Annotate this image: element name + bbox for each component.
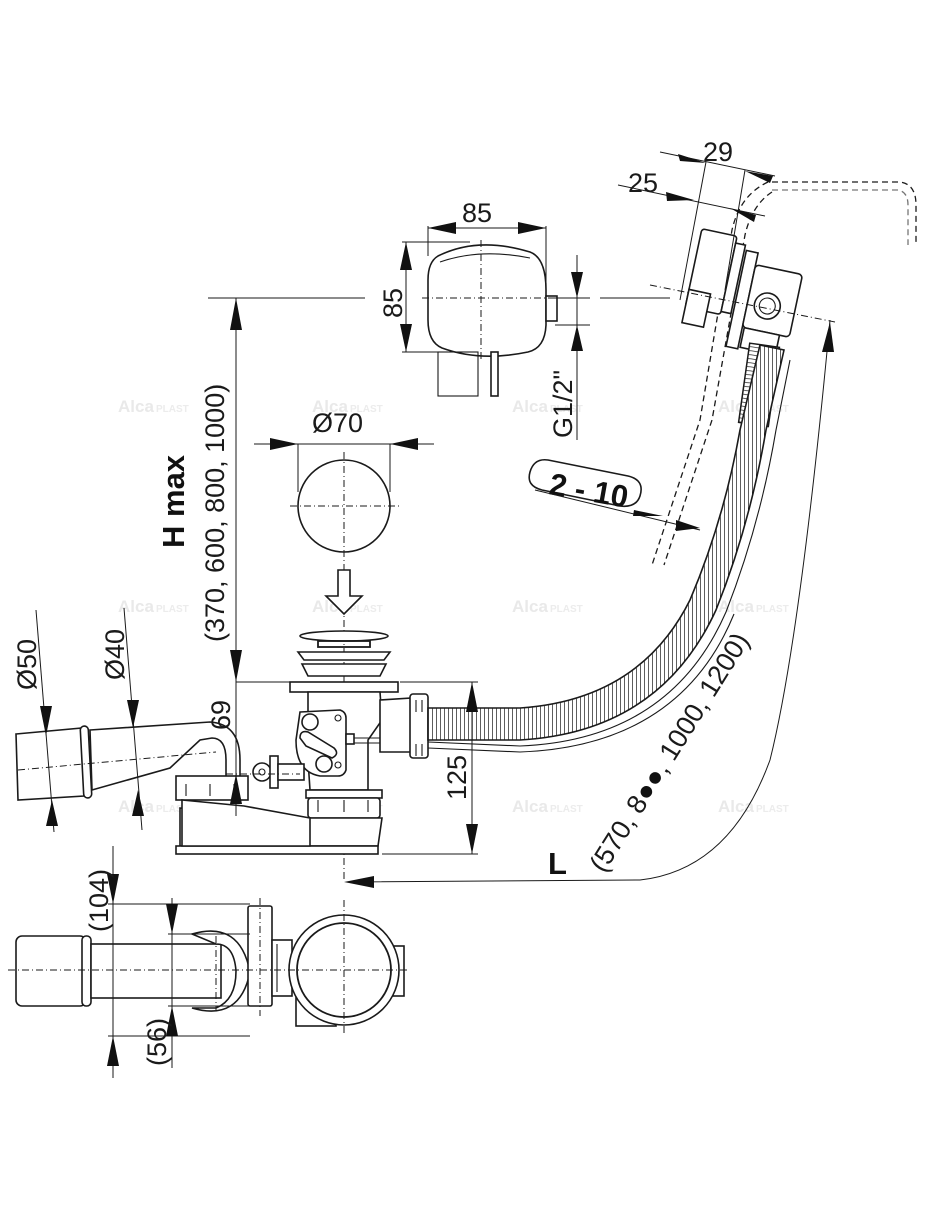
svg-text:Alca: Alca [718, 597, 754, 616]
svg-text:Alca: Alca [512, 397, 548, 416]
dimension-label-25: 25 [628, 168, 658, 198]
svg-text:Alca: Alca [512, 797, 548, 816]
outlet-pipe [15, 721, 311, 847]
flexible-hose [427, 344, 791, 753]
dimension-label-outlet-40: Ø40 [100, 629, 130, 680]
svg-text:PLAST: PLAST [156, 604, 189, 615]
svg-text:Alca: Alca [312, 397, 348, 416]
svg-text:Alca: Alca [118, 397, 154, 416]
down-arrow-icon [324, 569, 364, 616]
l-label: L [548, 846, 567, 881]
svg-text:PLAST: PLAST [550, 804, 583, 815]
svg-text:PLAST: PLAST [756, 404, 789, 415]
h-max-label: H max [156, 454, 191, 548]
wall-thickness-badge [528, 458, 642, 508]
dimension-control-height: 85 [378, 241, 470, 353]
h-max-values: (370, 600, 800, 1000) [200, 384, 230, 642]
svg-text:PLAST: PLAST [756, 804, 789, 815]
dimension-control-width: 85 [427, 198, 547, 290]
svg-text:PLAST: PLAST [550, 404, 583, 415]
dimension-overflow-offset: 29 25 [617, 137, 776, 301]
dimension-label-56: (56) [142, 1018, 172, 1066]
plan-view [8, 898, 410, 1036]
dimension-label-85-width: 85 [462, 198, 492, 228]
dimension-label-plug-diameter: Ø70 [312, 408, 363, 438]
dimension-label-104: (104) [84, 869, 114, 932]
dimension-outlet-diameters: Ø50 Ø40 [12, 607, 144, 833]
svg-text:PLAST: PLAST [156, 804, 189, 815]
dimension-h-max: H max (370, 600, 800, 1000) [156, 297, 365, 682]
overflow-head [649, 181, 917, 566]
dimension-label-thread: G1/2" [548, 370, 578, 438]
control-knob [422, 240, 670, 397]
dimension-label-125: 125 [442, 755, 472, 800]
svg-text:PLAST: PLAST [350, 604, 383, 615]
dimension-thread: G1/2" [548, 255, 590, 440]
dimension-outlet-height: 69 [206, 681, 290, 816]
dimension-label-29: 29 [703, 137, 733, 167]
dimension-label-outlet-50: Ø50 [12, 639, 42, 690]
svg-text:PLAST: PLAST [156, 404, 189, 415]
svg-text:Alca: Alca [512, 597, 548, 616]
svg-text:PLAST: PLAST [756, 604, 789, 615]
dimension-plan-width-outer: (104) [84, 846, 250, 1078]
svg-text:Alca: Alca [718, 797, 754, 816]
dimension-wall-thickness: 2 - 10 [528, 458, 701, 531]
svg-text:PLAST: PLAST [350, 404, 383, 415]
svg-text:PLAST: PLAST [550, 604, 583, 615]
svg-text:Alca: Alca [118, 597, 154, 616]
dimension-body-height: 125 [382, 681, 478, 855]
dimension-label-85-height: 85 [378, 288, 408, 318]
dimension-plan-width-inner: (56) [142, 898, 250, 1068]
dimension-label-69: 69 [206, 700, 236, 730]
